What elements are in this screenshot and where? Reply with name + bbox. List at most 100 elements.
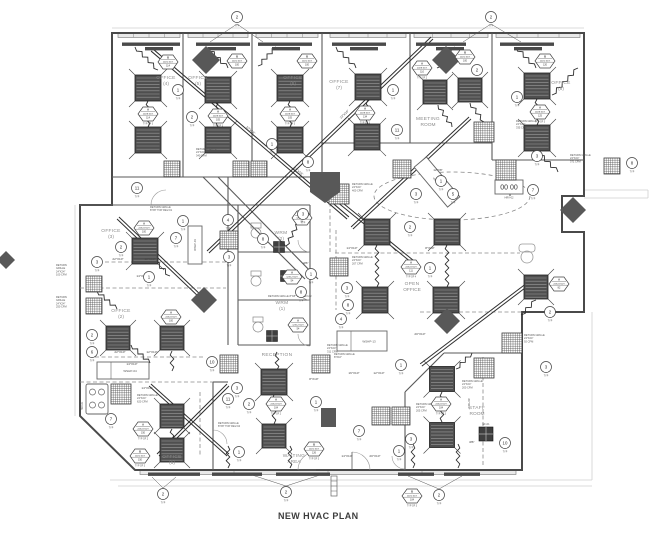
keynote-number: 1 xyxy=(429,266,432,271)
diffuser-throw-tick xyxy=(454,360,461,367)
keynote-number: 4 xyxy=(227,218,230,223)
supply-diffuser xyxy=(457,77,483,103)
diffuser-throw-tick xyxy=(458,280,466,288)
diffuser-throw-tick xyxy=(454,416,461,423)
linear-slot-diffuser xyxy=(272,47,300,51)
diffuser-throw-tick xyxy=(285,447,293,455)
diffuser-tag-hexagon xyxy=(529,104,551,120)
return-grille xyxy=(603,157,621,175)
return-grille-note: 340 CFM xyxy=(196,153,207,157)
duct-riser-diamond xyxy=(0,251,15,269)
diffuser-throw-tick xyxy=(423,360,430,367)
flex-duct-zigzag xyxy=(551,67,579,96)
return-grille-note: 24"X24" xyxy=(327,346,336,350)
return-grille-note: 207 CFM xyxy=(352,261,363,265)
keynote-number: 8 xyxy=(262,237,265,242)
keynote-callout xyxy=(297,208,309,220)
diffuser-tag-type: A xyxy=(170,310,172,314)
return-grille-note: 24"X24" xyxy=(56,269,65,273)
diffuser-throw-tick xyxy=(254,362,262,370)
keynote-typ: TYP xyxy=(235,26,240,28)
diffuser-throw-tick xyxy=(183,397,191,405)
diffuser-throw-tick xyxy=(357,212,365,220)
diffuser-tag-type: A xyxy=(275,397,277,401)
diffuser-throw-tick xyxy=(157,263,165,271)
return-grille-note: 8"X8" TOP REV-01 xyxy=(150,208,173,212)
flex-duct-zigzag xyxy=(225,445,231,469)
diffuser-throw-tick xyxy=(426,312,434,320)
room-label: OPEN xyxy=(405,281,420,287)
wshp-unit-label: WSHP-13 xyxy=(362,340,376,344)
keynote-callout xyxy=(302,156,314,168)
hrv-unit-label: HRV-02 xyxy=(504,196,514,200)
diffuser-tag-size: 24X1 SDT xyxy=(309,448,320,450)
keynote-callout xyxy=(341,282,353,294)
linear-slot-diffuser xyxy=(398,472,434,476)
keynote-callout xyxy=(447,188,459,200)
toilet-tank xyxy=(250,270,262,277)
diffuser-throw-tick xyxy=(380,67,388,75)
room-label: WAITING xyxy=(283,453,305,459)
supply-duct-run xyxy=(206,36,432,252)
keynote-number: 2 xyxy=(236,15,239,20)
room-label-sub: (5) xyxy=(195,81,201,87)
supply-diffuser xyxy=(276,126,304,154)
diffuser-tag-type: A xyxy=(143,221,145,225)
diffuser-tag-typof: TYP OF 3 xyxy=(535,121,546,123)
supply-diffuser xyxy=(134,126,162,154)
return-grille-note: RETURN GRILLE xyxy=(196,147,217,151)
diffuser-throw-tick xyxy=(416,103,424,111)
diffuser-tag-hexagon xyxy=(411,60,433,76)
supply-diffuser xyxy=(353,123,381,151)
diffuser-tag-type: A xyxy=(410,260,412,264)
diffuser-throw-tick xyxy=(230,120,238,128)
return-grille-note: 8"X10" xyxy=(334,355,342,359)
linear-slot-diffuser xyxy=(444,472,480,476)
return-grille-note: 311 CFM xyxy=(327,349,337,353)
diffuser-tag-size: 24X24 SDT xyxy=(405,266,417,268)
keynote-number: 5 xyxy=(452,192,455,197)
keynote-callout xyxy=(310,396,322,408)
diffuser-throw-tick xyxy=(270,100,278,108)
diffuser-throw-tick xyxy=(302,100,310,108)
keynote-typ: TYP xyxy=(119,256,124,258)
diffuser-throw-tick xyxy=(423,416,430,423)
flex-duct-zigzag xyxy=(134,46,159,71)
diffuser-tag-size: 24X1 SDT xyxy=(302,60,313,62)
diffuser-throw-tick xyxy=(451,71,459,79)
keynote-number: 3 xyxy=(346,286,349,291)
return-grille-note: 8"X8" TOP REV-04 xyxy=(218,424,241,428)
hrv-fan-circle xyxy=(98,401,105,409)
diffuser-throw-tick xyxy=(454,391,461,398)
keynote-typ: TYP xyxy=(299,301,304,303)
diffuser-tag-size: 24X24 SDT xyxy=(270,403,282,405)
diffuser-tag-cfm: 114 xyxy=(146,116,150,119)
diffuser-throw-tick xyxy=(387,280,395,288)
diffuser-tag-hexagon xyxy=(132,421,154,437)
keynote-callout xyxy=(170,232,182,244)
callout-leader xyxy=(151,476,164,489)
room-label: OFFICE xyxy=(162,454,181,460)
diffuser-throw-tick xyxy=(160,68,168,76)
diffuser-tag-type: A xyxy=(558,277,560,281)
keynote-number: 1 xyxy=(315,400,318,405)
diffuser-throw-tick xyxy=(357,244,365,252)
keynote-callout xyxy=(295,286,307,298)
return-grille-note: RETURN GRILLE xyxy=(150,205,171,209)
diffuser-tag-type: B xyxy=(236,54,238,58)
keynote-callout xyxy=(222,214,234,226)
supply-duct-run xyxy=(116,218,202,300)
supply-diffuser xyxy=(159,325,185,351)
diffuser-tag-typof: TYP OF 2 xyxy=(417,77,428,79)
diffuser-throw-tick xyxy=(160,152,168,160)
return-grille-note: 24"X24" xyxy=(462,382,471,386)
keynote-typ: TYP xyxy=(226,408,231,410)
diffuser-throw-tick xyxy=(347,117,355,125)
supply-diffuser xyxy=(523,124,551,152)
exhaust-fan-label: EF-01 xyxy=(482,422,490,426)
diffuser-throw-tick xyxy=(481,71,489,79)
keynote-callout xyxy=(177,215,189,227)
diffuser-tag-hexagon xyxy=(265,396,287,412)
keynote-number: 2 xyxy=(248,402,251,407)
